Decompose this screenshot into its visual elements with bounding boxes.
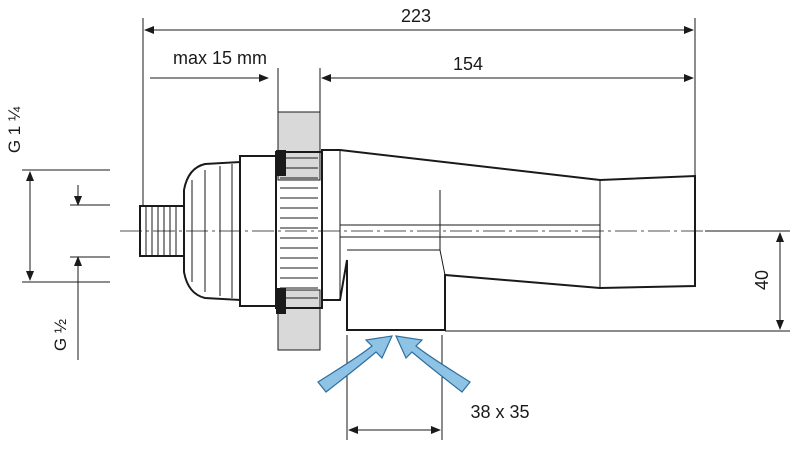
wall-thickness-label: max 15 mm <box>173 48 267 68</box>
inflow-arrow-right <box>394 335 471 393</box>
dimension-wall-thickness: max 15 mm <box>150 48 279 150</box>
body-length-label: 154 <box>453 54 483 74</box>
inner-thread-label: G ½ <box>51 319 70 351</box>
outer-thread-label: G 1 ¼ <box>5 106 24 153</box>
dimension-inlet-size: 38 x 35 <box>346 335 530 440</box>
outlet-offset-label: 40 <box>752 270 772 290</box>
dimension-overall-length: 223 <box>142 6 696 205</box>
dimension-body-length: 154 <box>319 54 694 150</box>
overall-length-label: 223 <box>401 6 431 26</box>
dimension-outer-thread: G 1 ¼ <box>5 106 110 283</box>
coupling-nut <box>183 151 323 309</box>
nozzle-body <box>321 149 696 331</box>
mounting-wall <box>276 111 321 351</box>
inflow-arrow-left <box>317 335 394 393</box>
inlet-size-label: 38 x 35 <box>470 402 529 422</box>
dimension-inner-thread: G ½ <box>51 185 110 360</box>
dimension-outlet-offset: 40 <box>445 230 790 332</box>
